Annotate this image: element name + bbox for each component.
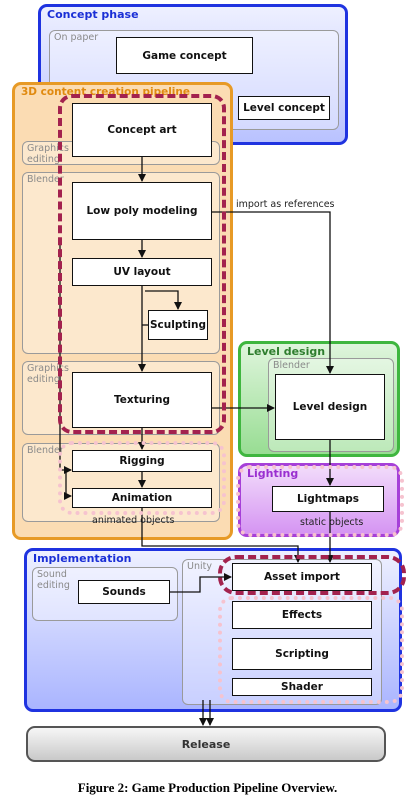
game-concept-box: Game concept: [116, 37, 253, 74]
lightmaps-box: Lightmaps: [272, 486, 384, 512]
concept-art-box: Concept art: [72, 103, 212, 157]
blender-label-2: Blender: [27, 445, 64, 456]
concept-phase-title: Concept phase: [47, 8, 139, 21]
animated-objects-annotation: animated objects: [92, 515, 175, 526]
highlight-unity-group: [218, 596, 404, 704]
implementation-phase-title: Implementation: [33, 552, 132, 565]
rigging-box: Rigging: [72, 450, 212, 472]
level-design-phase-title: Level design: [247, 345, 326, 358]
graphics-editing-label-1: Graphics editing: [27, 143, 69, 165]
sound-editing-label: Sound editing: [37, 569, 70, 591]
figure-caption: Figure 2: Game Production Pipeline Overv…: [77, 780, 338, 795]
level-concept-box: Level concept: [238, 96, 330, 120]
highlight-asset-import: [218, 555, 406, 595]
level-design-box: Level design: [275, 374, 385, 440]
level-blender-label: Blender: [273, 360, 310, 371]
highlight-rigging-group: [58, 441, 226, 515]
blender-label-1: Blender: [27, 174, 64, 185]
sounds-box: Sounds: [78, 580, 170, 604]
unity-label: Unity: [187, 561, 212, 572]
highlight-lightmaps-group: [236, 465, 404, 537]
scripting-box: Scripting: [232, 638, 372, 670]
highlight-texturing-group: [58, 94, 226, 434]
static-objects-annotation: static objects: [300, 517, 364, 528]
uv-layout-box: UV layout: [72, 258, 212, 286]
import-references-annotation: import as references: [236, 199, 335, 210]
texturing-box: Texturing: [72, 372, 212, 428]
release-box: Release: [26, 726, 386, 762]
lighting-phase-title: Lighting: [247, 467, 299, 480]
sculpting-box: Sculpting: [148, 310, 208, 340]
shader-box: Shader: [232, 678, 372, 696]
on-paper-label: On paper: [54, 32, 99, 43]
low-poly-modeling-box: Low poly modeling: [72, 182, 212, 240]
graphics-editing-label-2: Graphics editing: [27, 363, 69, 385]
effects-box: Effects: [232, 601, 372, 629]
animation-box: Animation: [72, 488, 212, 508]
